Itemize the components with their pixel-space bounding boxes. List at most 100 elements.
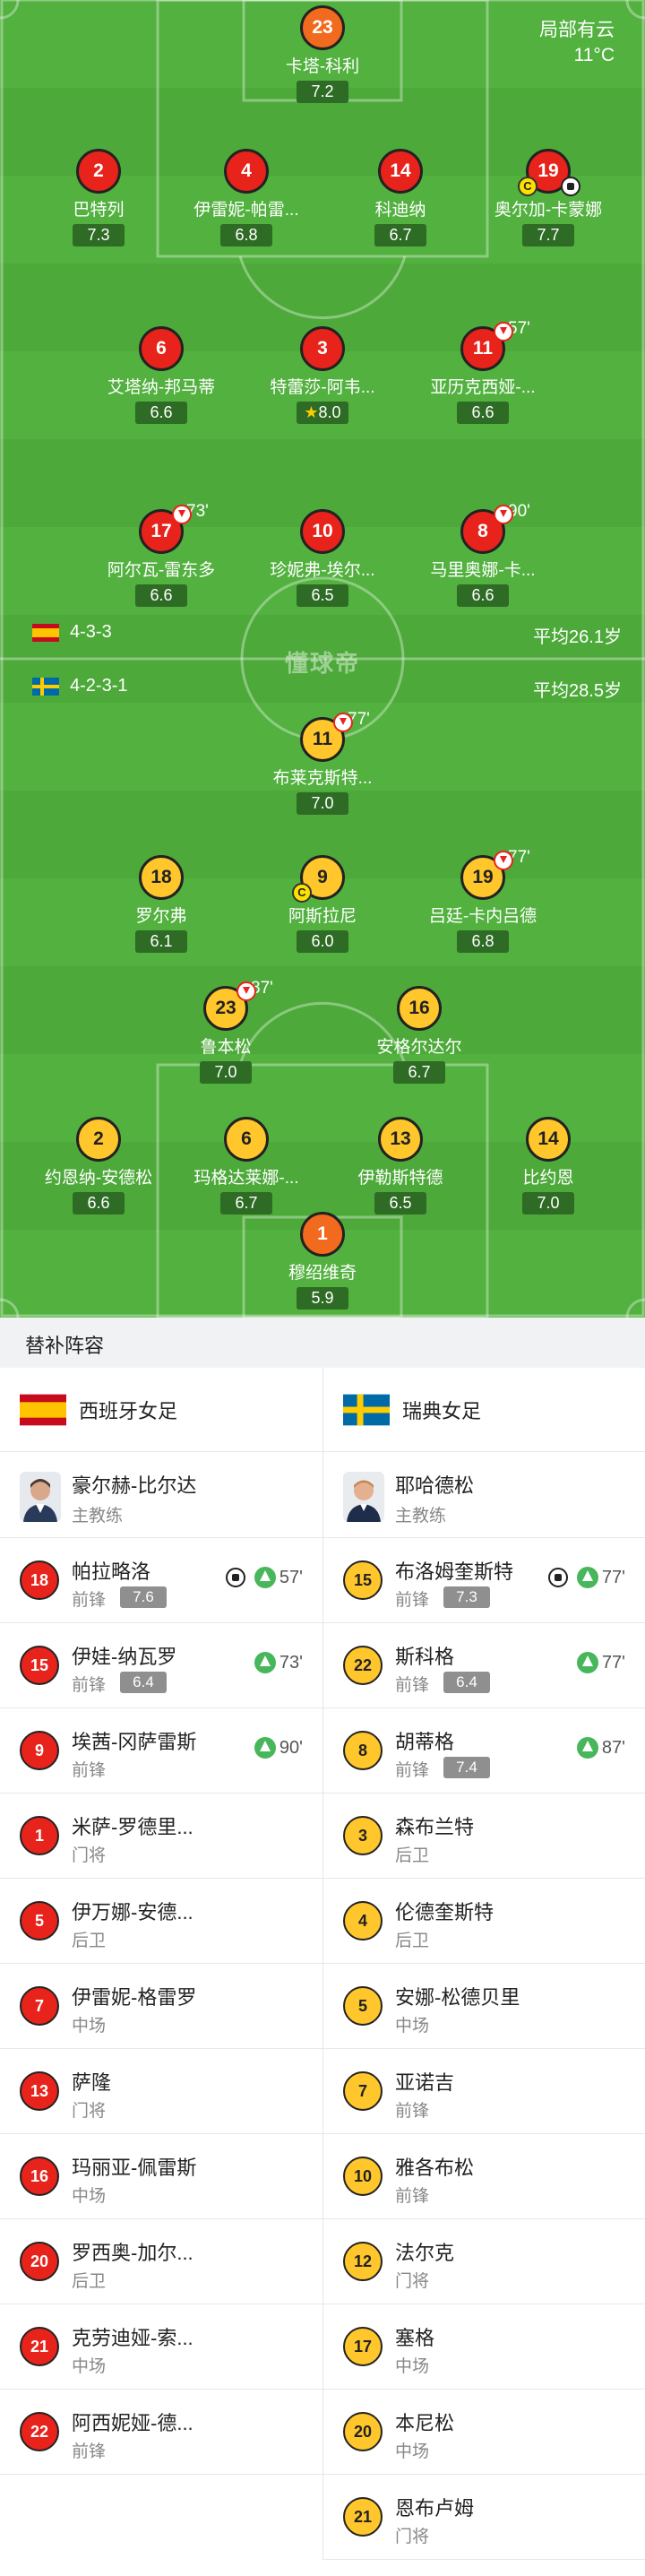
sub-minute: 90' — [279, 1737, 303, 1758]
sub-minute: 90' — [508, 502, 530, 521]
player-number-text: 19 — [472, 867, 494, 887]
sub-minute: 77' — [508, 848, 530, 867]
player-home-gk[interactable]: 23 卡塔-科利 7.2 — [224, 5, 421, 103]
sub-minute: 73' — [186, 502, 209, 521]
player-name: 胡蒂格 — [395, 1731, 455, 1753]
player-number: 20 — [343, 2412, 383, 2451]
player-home-fwd-2[interactable]: 10 珍妮弗-埃尔... 6.5 — [224, 509, 421, 607]
sub-in-info: 57' — [225, 1567, 303, 1588]
sub-player-row[interactable]: 7 亚诺吉 前锋 — [323, 2049, 645, 2134]
sweden-flag-icon — [32, 677, 59, 696]
sub-out-icon — [172, 505, 192, 524]
sub-player-row[interactable]: 1 米萨-罗德里... 门将 — [0, 1794, 322, 1879]
player-home-def-2[interactable]: 4 伊雷妮-帕雷... 6.8 — [148, 149, 345, 246]
player-number-text: 8 — [477, 521, 488, 541]
player-name: 萨隆 — [72, 2071, 112, 2094]
sub-player-row[interactable]: 21 克劳迪娅-索... 中场 — [0, 2304, 322, 2390]
home-formation-text: 4-3-3 — [70, 622, 112, 642]
player-away-dm-2[interactable]: 16 安格尔达尔 6.7 — [321, 986, 518, 1084]
player-number: 5 — [343, 1986, 383, 2026]
sub-player-row[interactable]: 7 伊雷妮-格雷罗 中场 — [0, 1964, 322, 2049]
sub-player-row[interactable]: 5 安娜-松德贝里 中场 — [323, 1964, 645, 2049]
player-name: 阿西妮娅-德... — [72, 2412, 194, 2434]
player-away-fwd[interactable]: 77' 11 布莱克斯特... 7.0 — [224, 710, 421, 815]
player-home-mid-3[interactable]: 57' 11 亚历克西娅-... 6.6 — [384, 319, 581, 424]
sub-player-row[interactable]: 12 法尔克 门将 — [323, 2219, 645, 2304]
sub-in-icon — [254, 1652, 276, 1673]
player-away-gk[interactable]: 1 穆绍维奇 5.9 — [224, 1212, 421, 1310]
player-home-mid-1[interactable]: 6 艾塔纳-邦马蒂 6.6 — [63, 326, 260, 424]
player-away-def-4[interactable]: 14 比约恩 7.0 — [450, 1117, 645, 1215]
player-home-def-3[interactable]: 14 科迪纳 6.7 — [302, 149, 499, 246]
player-away-def-1[interactable]: 2 约恩纳-安德松 6.6 — [0, 1117, 197, 1215]
player-rating: 6.6 — [73, 1192, 125, 1215]
player-number: 3 — [343, 1816, 383, 1855]
player-name: 约恩纳-安德松 — [44, 1169, 153, 1188]
player-name: 恩布卢姆 — [395, 2497, 475, 2520]
player-away-dm-1[interactable]: 87' 23 鲁本松 7.0 — [127, 979, 324, 1084]
sub-player-row[interactable]: 4 伦德奎斯特 后卫 — [323, 1879, 645, 1964]
player-away-def-3[interactable]: 13 伊勒斯特德 6.5 — [302, 1117, 499, 1215]
sub-player-row[interactable]: 16 玛丽亚-佩雷斯 中场 — [0, 2134, 322, 2219]
player-name: 奥尔加-卡蒙娜 — [494, 201, 603, 220]
player-position: 前锋 — [395, 1591, 430, 1610]
player-home-mid-2[interactable]: 3 特蕾莎-阿韦... ★8.0 — [224, 326, 421, 424]
sub-in-info: 87' — [576, 1737, 625, 1759]
player-rating: 6.5 — [297, 584, 348, 607]
player-away-am-1[interactable]: 18 罗尔弗 6.1 — [63, 855, 260, 953]
player-number-text: 17 — [150, 521, 172, 541]
player-name: 马里奥娜-卡... — [430, 561, 536, 580]
player-number: 21 — [20, 2327, 59, 2366]
sub-player-row[interactable]: 9 埃茜-冈萨雷斯 前锋 90' — [0, 1708, 322, 1794]
sub-player-row[interactable]: 22 阿西妮娅-德... 前锋 — [0, 2390, 322, 2475]
sub-player-row[interactable]: 5 伊万娜-安德... 后卫 — [0, 1879, 322, 1964]
sub-in-info: 77' — [576, 1652, 625, 1673]
player-position: 前锋 — [395, 2102, 430, 2121]
player-name: 鲁本松 — [200, 1038, 252, 1057]
player-position: 门将 — [395, 2528, 430, 2546]
sub-player-row[interactable]: 21 恩布卢姆 门将 — [323, 2475, 645, 2560]
player-position: 中场 — [72, 2187, 107, 2206]
sub-player-row[interactable]: 10 雅各布松 前锋 — [323, 2134, 645, 2219]
player-number: 1 — [300, 1212, 345, 1257]
player-number: 19 — [460, 851, 513, 900]
coach-row[interactable]: 豪尔赫-比尔达 主教练 — [0, 1452, 322, 1538]
player-position: 中场 — [72, 2357, 107, 2376]
player-position: 后卫 — [395, 1932, 430, 1950]
player-number: 23 — [300, 5, 345, 50]
player-name: 安娜-松德贝里 — [395, 1986, 520, 2009]
player-number-text: 9 — [317, 867, 328, 887]
sub-player-row[interactable]: 22 斯科格 前锋 6.4 77' — [323, 1623, 645, 1708]
sub-in-info: 73' — [254, 1652, 303, 1673]
coach-row[interactable]: 耶哈德松 主教练 — [323, 1452, 645, 1538]
player-name: 珍妮弗-埃尔... — [270, 561, 375, 580]
player-number: 8 — [343, 1731, 383, 1770]
player-away-am-2[interactable]: 9 C 阿斯拉尼 6.0 — [224, 855, 421, 953]
sub-player-row[interactable]: 8 胡蒂格 前锋 7.4 87' — [323, 1708, 645, 1794]
sub-player-row[interactable]: 13 萨隆 门将 — [0, 2049, 322, 2134]
lineup-pitch: 局部有云 11°C 懂球帝 23 卡塔-科利 7.2 2 巴特列 7.3 4 伊… — [0, 0, 645, 1318]
player-home-def-1[interactable]: 2 巴特列 7.3 — [0, 149, 197, 246]
sub-player-row[interactable]: 15 伊娃-纳瓦罗 前锋 6.4 73' — [0, 1623, 322, 1708]
player-rating: 6.8 — [457, 930, 509, 953]
sub-player-row[interactable]: 3 森布兰特 后卫 — [323, 1794, 645, 1879]
player-home-fwd-3[interactable]: 90' 8 马里奥娜-卡... 6.6 — [384, 502, 581, 607]
player-position: 前锋 — [72, 1761, 107, 1780]
player-number: 13 — [20, 2071, 59, 2111]
sub-player-row[interactable]: 20 罗西奥-加尔... 后卫 — [0, 2219, 322, 2304]
sub-player-row[interactable]: 20 本尼松 中场 — [323, 2390, 645, 2475]
player-number: 15 — [20, 1646, 59, 1685]
player-position: 前锋 — [72, 2442, 107, 2461]
sub-player-row[interactable]: 18 帕拉略洛 前锋 7.6 57' — [0, 1538, 322, 1623]
player-home-fwd-1[interactable]: 73' 17 阿尔瓦-雷东多 6.6 — [63, 502, 260, 607]
sub-player-row[interactable]: 15 布洛姆奎斯特 前锋 7.3 77' — [323, 1538, 645, 1623]
sub-player-row[interactable]: 17 塞格 中场 — [323, 2304, 645, 2390]
player-number: 13 — [378, 1117, 423, 1162]
player-rating: 7.0 — [297, 792, 348, 815]
player-away-am-3[interactable]: 77' 19 吕廷-卡内吕德 6.8 — [384, 848, 581, 953]
player-away-def-2[interactable]: 6 玛格达莱娜-... 6.7 — [148, 1117, 345, 1215]
coach-avatar — [343, 1472, 384, 1522]
player-home-def-4[interactable]: 19 C 奥尔加-卡蒙娜 7.7 — [450, 149, 645, 246]
player-number: 11 — [460, 322, 513, 371]
player-rating: 6.7 — [220, 1192, 272, 1215]
